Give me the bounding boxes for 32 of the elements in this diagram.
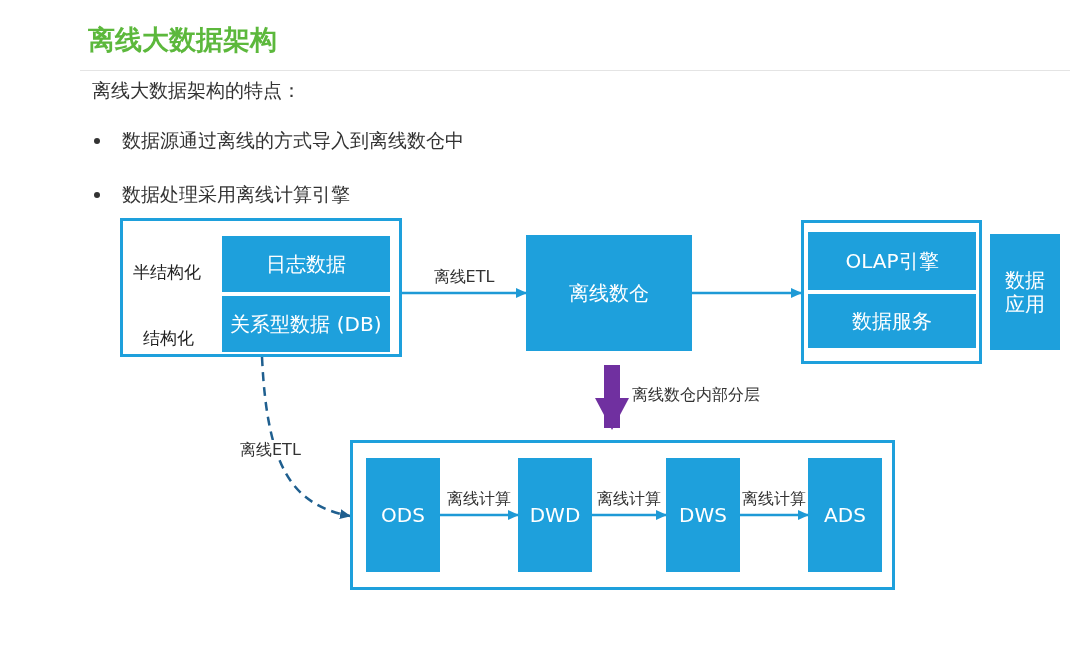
edge-label: 离线ETL <box>433 267 495 287</box>
edge-label: 离线数仓内部分层 <box>632 384 760 404</box>
process-box: 数据服务 <box>808 294 976 348</box>
process-box: 日志数据 <box>222 236 390 292</box>
bullet-text: 数据处理采用离线计算引擎 <box>122 182 350 207</box>
process-box: 数据应用 <box>990 234 1060 350</box>
group-frame <box>350 440 895 590</box>
process-box: ODS <box>366 458 440 572</box>
edge-label: 离线计算 <box>742 489 806 509</box>
process-box: 离线数仓 <box>526 235 692 351</box>
arrow <box>740 510 809 520</box>
process-box: 关系型数据 (DB) <box>222 296 390 352</box>
edge-label: 离线ETL <box>240 440 301 460</box>
group-frame <box>801 220 982 364</box>
arrow <box>440 510 519 520</box>
row-label: 结构化 <box>143 327 194 350</box>
edge-label: 离线计算 <box>447 489 511 509</box>
group-frame <box>120 218 402 357</box>
arrow <box>692 288 802 298</box>
edge-label: 离线计算 <box>597 489 661 509</box>
title: 离线大数据架构 <box>88 23 277 57</box>
dashed-arrow <box>260 356 351 519</box>
row-label: 半结构化 <box>133 261 201 284</box>
heading-text: 离线大数据架构的特点： <box>92 78 301 103</box>
process-box: ADS <box>808 458 882 572</box>
arrow <box>402 288 527 298</box>
process-box: DWS <box>666 458 740 572</box>
process-box: OLAP引擎 <box>808 232 976 290</box>
block-arrow <box>595 365 629 430</box>
arrow <box>592 510 667 520</box>
process-box: DWD <box>518 458 592 572</box>
bullet-text: 数据源通过离线的方式导入到离线数仓中 <box>122 128 464 153</box>
